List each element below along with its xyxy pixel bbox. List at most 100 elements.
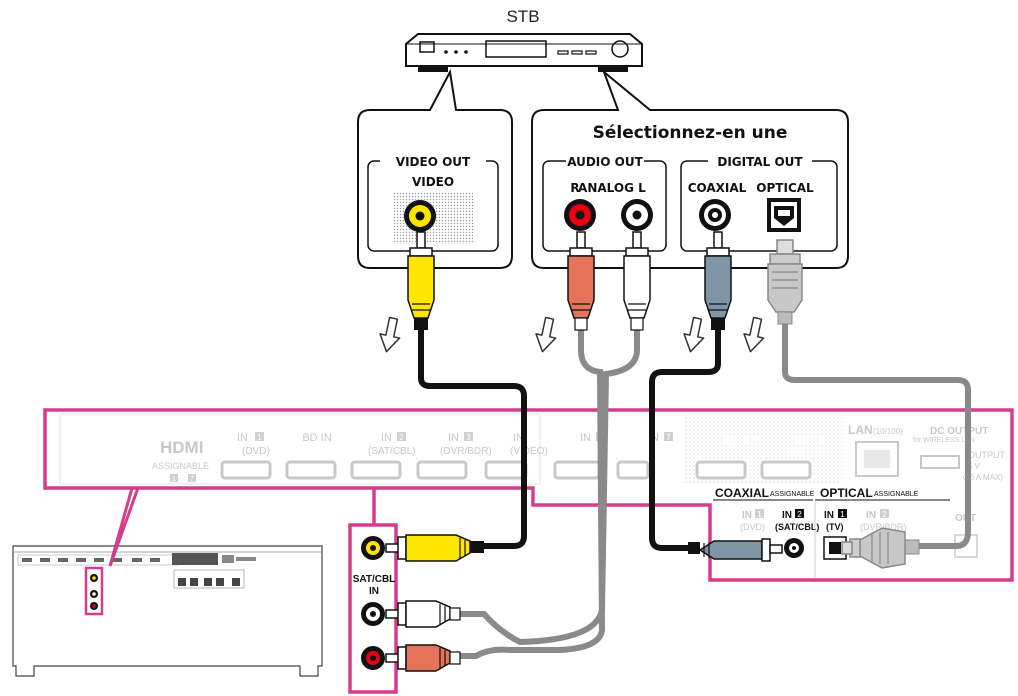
svg-text:OUTPUT: OUTPUT [968,450,1006,460]
optical-in2: IN 2 (DVR/BDR) [860,509,907,532]
svg-text:(TV): (TV) [826,522,844,532]
satcbl-in-panel: SAT/CBL IN [348,488,398,694]
svg-text:2: 2 [882,510,887,519]
optical-out-label: OPTICAL [756,181,814,195]
svg-text:IN: IN [866,510,876,521]
svg-text:IN: IN [742,510,752,521]
svg-text:(VIDEO): (VIDEO) [510,446,548,457]
optical-panel-label: OPTICAL [820,486,873,500]
svg-text:1: 1 [257,433,262,442]
audio-digital-callout: Sélectionnez-en une AUDIO OUT R ANALOG L… [531,68,849,269]
hdmi-input-bd: BD IN [285,432,337,480]
analog-r-label: R [570,181,579,195]
audio-l-plug-receiver [385,600,461,628]
hdmi-range-sep: - [178,476,181,483]
svg-text:5 V: 5 V [968,462,981,471]
stb-device: STB [405,7,643,72]
satcbl-in-label-2: IN [369,586,379,597]
svg-text:for WIRELESS LAN: for WIRELESS LAN [913,437,975,444]
svg-text:IN: IN [381,432,392,444]
analog-l-label: L [638,181,646,195]
optical-cable [782,320,971,549]
stb-label: STB [506,7,539,26]
svg-text:OUT 1: OUT 1 [790,434,826,448]
video-out-label: VIDEO OUT [396,155,471,169]
video-jack-label: VIDEO [412,175,454,189]
coaxial-in1: IN 1 (DVD) [740,509,765,532]
video-cable [418,328,527,549]
svg-text:(DVD): (DVD) [242,446,270,457]
svg-text:7: 7 [666,433,671,442]
svg-text:1: 1 [840,510,845,519]
optical-plug-receiver [841,527,920,569]
svg-text:2: 2 [399,433,404,442]
svg-text:(SAT/CBL): (SAT/CBL) [775,522,819,532]
hdmi-out2: OUT 2 [695,434,760,480]
hdmi-label: HDMI [160,438,203,457]
satcbl-in-label-1: SAT/CBL [353,574,396,585]
hdmi-out1: OUT 1 (CONTROL) [760,434,834,480]
svg-text:(10/100): (10/100) [873,427,903,436]
coaxial-plug-source [704,231,732,330]
svg-text:IN: IN [513,432,524,444]
svg-text:LAN: LAN [848,423,873,437]
svg-text:(CONTROL): (CONTROL) [789,448,834,457]
svg-text:BD IN: BD IN [302,432,331,444]
video-out-jack [404,200,436,232]
coaxial-panel-label: COAXIAL [715,486,769,500]
lan-port: LAN (10/100) [848,423,903,477]
audio-r-plug-source [567,231,595,331]
coaxial-cable [649,328,721,551]
zoom-pointer [108,486,166,567]
svg-text:2: 2 [797,510,802,519]
hdmi-range-end: 7 [190,476,194,483]
audio-l-jack [621,199,653,231]
coaxial-assignable-label: ASSIGNABLE [770,491,815,498]
hdmi-range-start: 1 [172,476,176,483]
hdmi-input-in2: IN 2 (SAT/CBL) [350,432,416,480]
optical-assignable-label: ASSIGNABLE [874,491,919,498]
down-arrow-icon [379,316,401,353]
dc-output-port: DC OUTPUT for WIRELESS LAN OUTPUT 5 V 0.… [913,426,1006,482]
svg-text:IN: IN [824,510,834,521]
svg-text:3: 3 [466,433,471,442]
svg-text:IN: IN [580,432,591,444]
video-plug-source [407,231,435,330]
coaxial-out-jack [699,199,731,231]
hdmi-assignable-label: ASSIGNABLE [152,461,209,471]
down-arrow-icon [683,316,705,353]
optical-out-jack [767,198,801,232]
select-one-title: Sélectionnez-en une [593,123,788,143]
audio-out-label: AUDIO OUT [567,155,643,169]
hdmi-input-in3: IN 3 (DVR/BDR) [416,432,492,480]
svg-text:(DVR/BDR): (DVR/BDR) [440,446,492,457]
audio-l-plug-source [623,231,651,331]
receiver-overview [12,545,323,677]
svg-text:IN: IN [237,432,248,444]
svg-text:OUT 2: OUT 2 [724,434,760,448]
svg-text:IN: IN [782,510,792,521]
hdmi-input-in1: IN 1 (DVD) [220,432,272,480]
optical-plug-source [767,239,803,325]
svg-text:DC OUTPUT: DC OUTPUT [930,426,988,437]
down-arrow-icon [535,316,557,353]
coaxial-plug-receiver [688,538,783,562]
analog-label: ANALOG [578,181,634,195]
direction-arrows [379,316,765,353]
audio-r-jack [564,199,596,231]
audio-cable-l [450,328,640,646]
video-plug-receiver [385,534,484,562]
audio-r-plug-receiver [385,644,461,672]
video-callout: VIDEO OUT VIDEO [357,68,513,269]
svg-text:(DVR/BDR): (DVR/BDR) [860,522,907,532]
receiver-rear-panel: HDMI ASSIGNABLE 1 - 7 IN 1 (DVD) BD IN I… [43,408,1014,582]
svg-text:(SAT/CBL): (SAT/CBL) [368,446,416,457]
down-arrow-icon [743,316,765,353]
digital-out-label: DIGITAL OUT [717,155,803,169]
audio-cable-r [450,328,606,659]
coaxial-in2: IN 2 (SAT/CBL) [775,509,819,558]
svg-text:1: 1 [757,510,762,519]
coaxial-out-label: COAXIAL [688,181,747,195]
svg-text:(DVD): (DVD) [740,522,765,532]
